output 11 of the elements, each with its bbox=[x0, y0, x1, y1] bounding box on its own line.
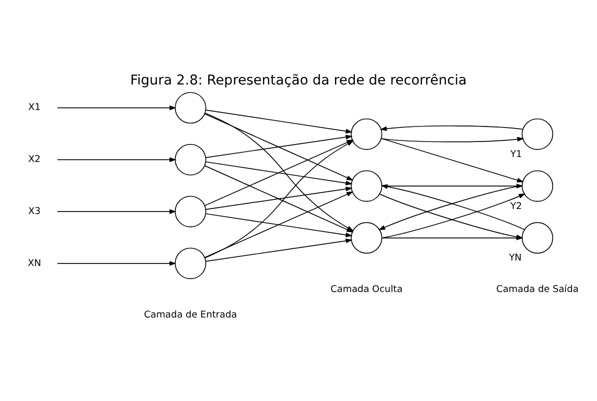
diagram-title: Figura 2.8: Representação da rede de recorrência bbox=[130, 72, 467, 89]
node-label: Y2 bbox=[510, 200, 522, 212]
node-text: XN bbox=[28, 258, 42, 269]
label: Camada Oculta bbox=[330, 284, 403, 296]
node-label: Y1 bbox=[510, 148, 522, 160]
node-label: YN bbox=[508, 252, 522, 264]
node-text: X3 bbox=[28, 206, 41, 217]
label: Camada de Entrada bbox=[144, 310, 238, 321]
node-text: X2 bbox=[28, 154, 41, 166]
label: Camada de Saída bbox=[496, 284, 579, 296]
node-text: X1 bbox=[28, 102, 41, 114]
